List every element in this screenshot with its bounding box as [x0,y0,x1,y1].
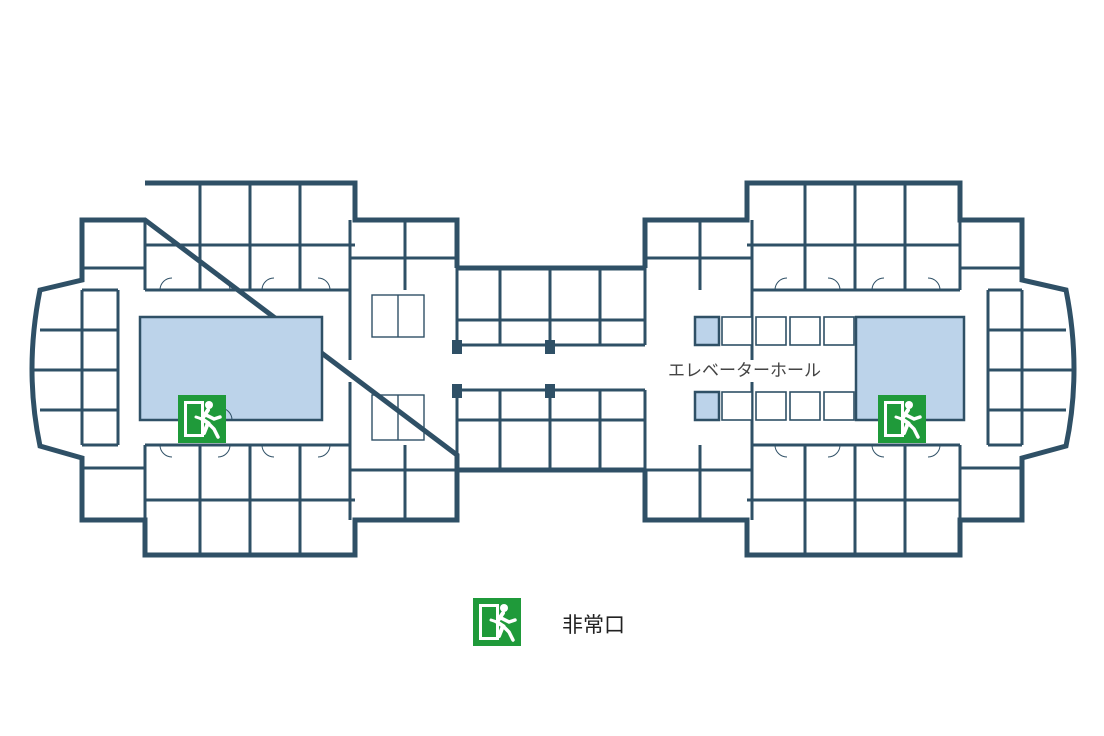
elevator-car [823,316,855,346]
elevator-car [721,316,753,346]
right-top-rooms [645,183,1022,360]
elevator-hall: エレベーターホール [668,315,855,422]
emergency-exit-icon [878,395,926,443]
right-doors [774,277,941,458]
elevator-car [755,316,787,346]
elevator-car [789,391,821,421]
right-bottom-rooms [645,382,1022,555]
emergency-exit-icon [178,395,226,443]
central-block [452,265,647,473]
left-doors [159,277,331,458]
legend-label: 非常口 [562,613,625,637]
left-top-rooms [82,183,457,360]
right-wing: エレベーターホール [642,180,1077,558]
left-end-rooms [30,288,120,447]
elevator-hall-label: エレベーターホール [668,361,821,381]
legend-exit-icon [473,598,521,646]
left-wing-outline [29,180,460,558]
elevator-car [721,391,753,421]
elevator-car [755,391,787,421]
left-bottom-rooms [82,382,457,555]
elevator-car [789,316,821,346]
left-light-well [138,315,324,422]
left-wing [29,180,460,558]
right-end-rooms [986,288,1076,447]
elevator-car [823,391,855,421]
